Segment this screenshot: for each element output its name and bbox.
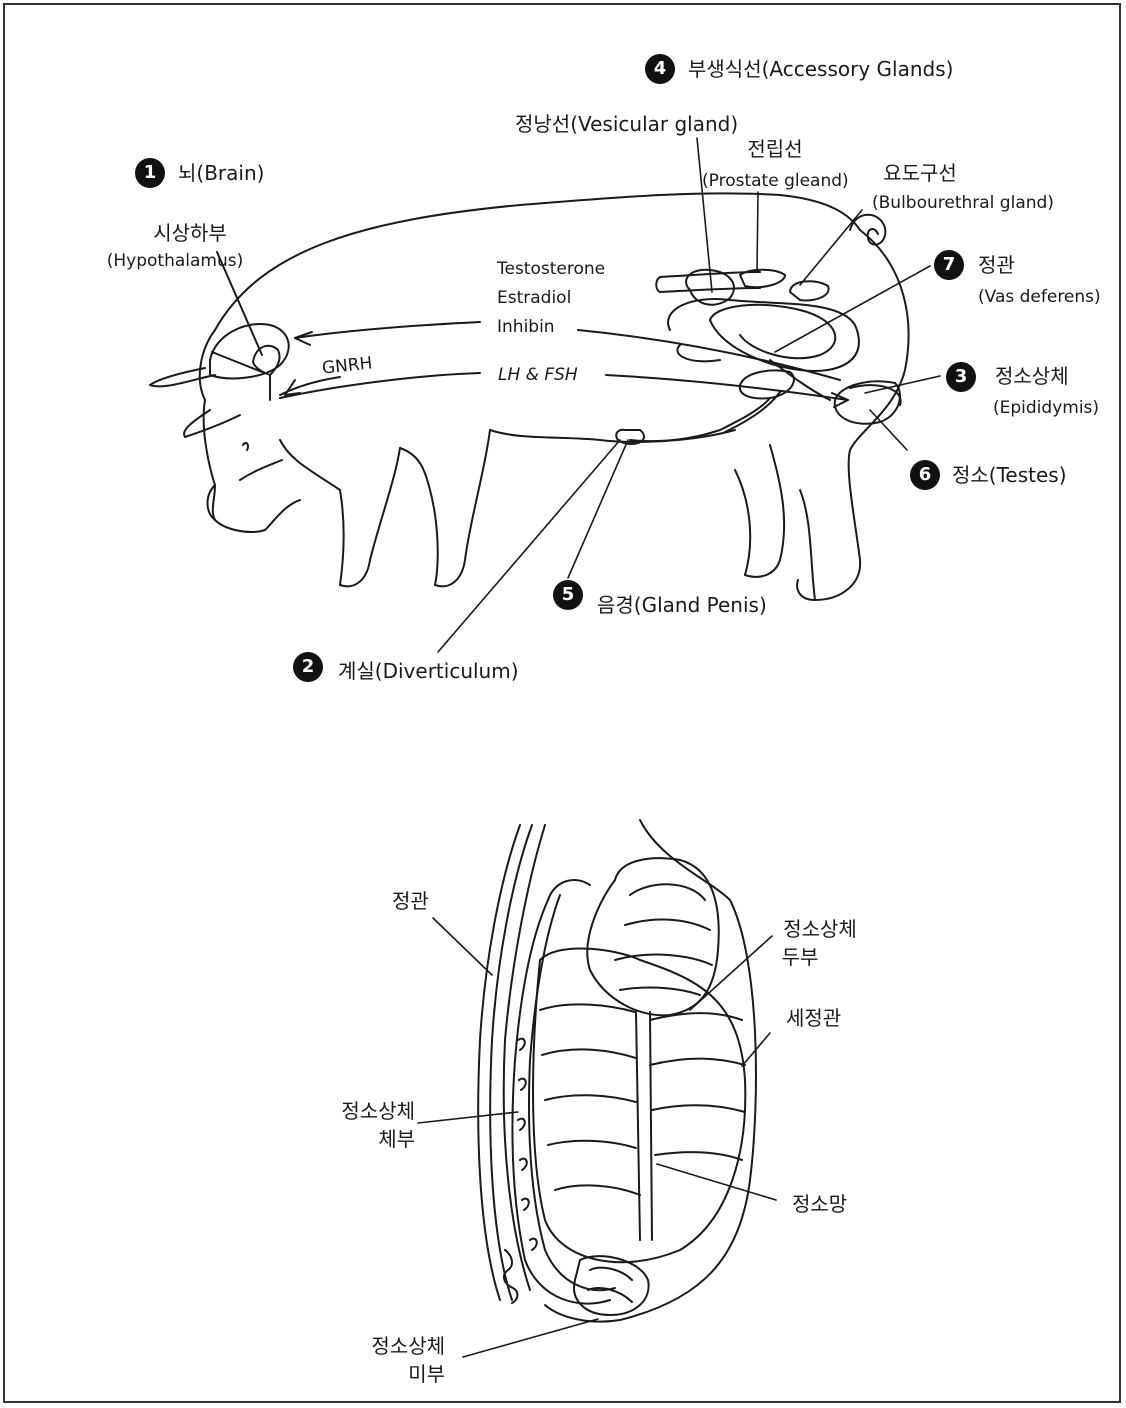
- testis-section: [478, 820, 756, 1322]
- label-lh-fsh: LH & FSH: [498, 364, 578, 386]
- label-bulbourethral-en: (Bulbourethral gland): [872, 192, 1054, 214]
- label-vas-deferens-ko: 정관: [978, 254, 1015, 276]
- label-epididymis-tail-1: 정소상체: [350, 1335, 445, 1357]
- label-vas-deferens-en: (Vas deferens): [978, 286, 1101, 308]
- badge-brain: 1: [135, 158, 165, 188]
- badge-testes: 6: [910, 460, 940, 490]
- badge-epididymis: 3: [946, 362, 976, 392]
- label-accessory-glands: 부생식선(Accessory Glands): [688, 58, 953, 80]
- label-epididymis-head-2: 두부: [770, 946, 830, 968]
- label-seminiferous-tubule: 세정관: [786, 1007, 841, 1029]
- brain-drawing: [210, 252, 289, 400]
- label-brain: 뇌(Brain): [178, 162, 264, 184]
- badge-vas-deferens: 7: [934, 250, 964, 280]
- label-vas-deferens-bottom: 정관: [392, 890, 429, 912]
- label-epididymis-head-1: 정소상체: [770, 918, 870, 940]
- label-testosterone: Testosterone: [497, 258, 605, 280]
- label-epididymis-body-1: 정소상체: [320, 1100, 415, 1122]
- label-epididymis-en: (Epididymis): [993, 397, 1099, 419]
- label-penis: 음경(Gland Penis): [597, 594, 767, 616]
- leader-lines-bottom: [418, 918, 776, 1357]
- badge-accessory: 4: [645, 54, 675, 84]
- label-testes: 정소(Testes): [952, 464, 1067, 486]
- badge-diverticulum: 2: [293, 652, 323, 682]
- label-prostate-en: (Prostate gleand): [702, 170, 849, 192]
- reproductive-tract: [616, 270, 900, 444]
- label-hypothalamus-en: (Hypothalamus): [80, 250, 270, 272]
- label-vesicular-gland: 정낭선(Vesicular gland): [515, 113, 738, 135]
- label-epididymis-tail-2: 미부: [350, 1363, 445, 1385]
- label-epididymis-ko: 정소상체: [995, 365, 1069, 387]
- label-epididymis-body-2: 체부: [320, 1128, 415, 1150]
- label-diverticulum: 계실(Diverticulum): [338, 660, 519, 682]
- label-prostate-ko: 전립선: [720, 138, 830, 160]
- label-hypothalamus-ko: 시상하부: [110, 222, 270, 244]
- label-inhibin: Inhibin: [497, 316, 555, 338]
- label-estradiol: Estradiol: [497, 287, 571, 309]
- label-bulbourethral-ko: 요도구선: [870, 162, 970, 184]
- badge-penis: 5: [553, 580, 583, 610]
- label-rete-testis: 정소망: [792, 1193, 847, 1215]
